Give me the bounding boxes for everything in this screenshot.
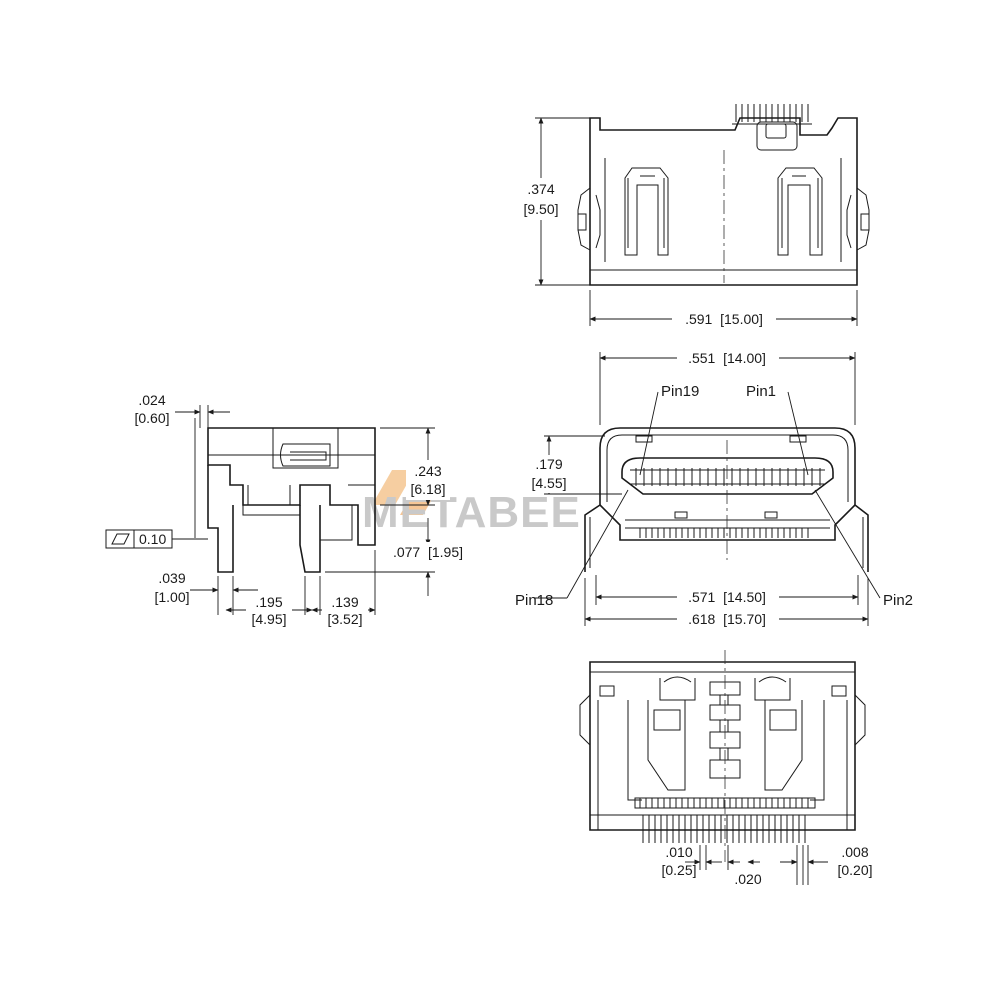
front-outer-width: .618 [15.70] (688, 611, 766, 627)
side-offset-mm: [3.52] (327, 611, 362, 627)
top-height-in: .374 (527, 181, 554, 197)
side-view: .024 [0.60] .243 [6.18] 0.10 .077 [1.95] (105, 392, 476, 628)
top-width-label: .591 [15.00] (685, 311, 763, 327)
side-pitch-mm: [4.95] (251, 611, 286, 627)
side-view-dimensions: .024 [0.60] .243 [6.18] 0.10 .077 [1.95] (105, 392, 476, 628)
top-view-dimensions: .374 [9.50] .591 [15.00] (518, 117, 858, 327)
side-tab-mm: [0.60] (134, 410, 169, 426)
bottom-view-dimensions: .010 [0.25] .020 .008 [0.20] (661, 844, 872, 887)
side-height-in: .243 (414, 463, 441, 479)
side-pitch-in: .195 (255, 594, 282, 610)
pin18-label: Pin18 (515, 592, 553, 609)
side-foot-mm: [1.00] (154, 589, 189, 605)
bottom-gap-mm: [0.20] (837, 862, 872, 878)
bottom-gap-in: .008 (841, 844, 868, 860)
side-offset-in: .139 (331, 594, 358, 610)
front-view-dimensions: .551 [14.00] .179 [4.55] .571 [14.50] .6… (527, 348, 869, 627)
pin19-label: Pin19 (661, 383, 699, 400)
front-top-width: .551 [14.00] (688, 350, 766, 366)
pin2-label: Pin2 (883, 592, 913, 609)
flatness-value: 0.10 (139, 531, 166, 547)
side-tab-in: .024 (138, 392, 165, 408)
side-foot-in: .039 (158, 570, 185, 586)
front-opening-in: .179 (535, 456, 562, 472)
front-contact-row (635, 468, 821, 486)
front-view: Pin19 Pin1 Pin18 Pin2 .551 [14.00] .179 … (515, 348, 913, 627)
front-inner-width: .571 [14.50] (688, 589, 766, 605)
watermark-text: METABEE (362, 488, 581, 537)
top-view: .374 [9.50] .591 [15.00] (518, 104, 870, 327)
front-smt-leads (639, 528, 809, 538)
side-height-mm: [6.18] (410, 481, 445, 497)
top-height-mm: [9.50] (523, 201, 558, 217)
bottom-pitch: .020 (734, 871, 761, 887)
bottom-view: .010 [0.25] .020 .008 [0.20] (579, 650, 873, 887)
bottom-pin-width-mm: [0.25] (661, 862, 696, 878)
side-standoff: .077 [1.95] (393, 544, 463, 560)
bottom-pin-width-in: .010 (665, 844, 692, 860)
bottom-lead-row (639, 798, 809, 843)
pin1-label: Pin1 (746, 383, 776, 400)
front-opening-mm: [4.55] (531, 475, 566, 491)
